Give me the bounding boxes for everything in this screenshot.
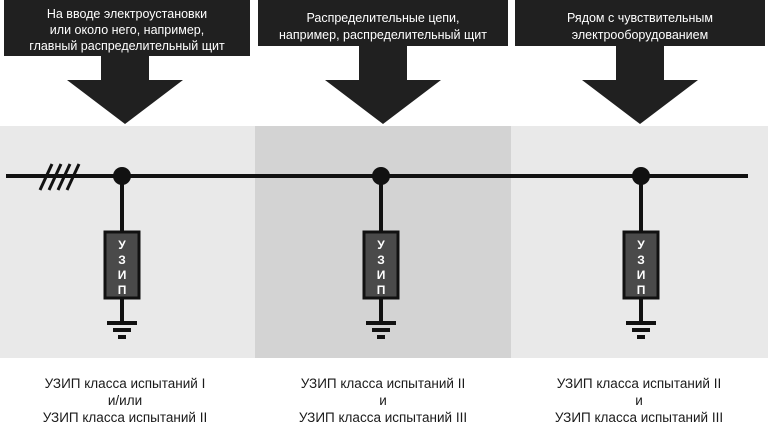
down-arrow-icon bbox=[582, 46, 698, 124]
spd-device-letter: У bbox=[637, 238, 645, 252]
spd-device bbox=[362, 230, 400, 300]
caption-line: и bbox=[379, 393, 387, 408]
zone-caption-installation-entry: УЗИП класса испытаний I и/или УЗИП класс… bbox=[0, 375, 250, 426]
header-line: или около него, например, bbox=[49, 23, 205, 37]
spd-device-letter: З bbox=[637, 253, 645, 267]
caption-line: УЗИП класса испытаний II bbox=[556, 376, 722, 391]
spd-branch: УЗИП bbox=[103, 167, 141, 339]
ground-icon bbox=[626, 321, 656, 339]
spd-device-letter: П bbox=[118, 283, 127, 297]
header-box bbox=[4, 0, 250, 56]
zone-header-text-sensitive-equipment: Рядом с чувствительным электрооборудован… bbox=[515, 10, 765, 44]
header-box bbox=[258, 0, 508, 46]
header-box bbox=[515, 0, 765, 46]
caption-line: УЗИП класса испытаний III bbox=[298, 410, 468, 425]
zone-header-callout bbox=[4, 0, 250, 124]
header-line: На вводе электроустановки bbox=[46, 7, 208, 21]
ground-icon bbox=[366, 321, 396, 339]
header-line: Распределительные цепи, bbox=[306, 11, 460, 25]
down-arrow-icon bbox=[67, 56, 183, 124]
zone-header-text-distribution-circuits: Распределительные цепи, например, распре… bbox=[258, 10, 508, 44]
ground-icon bbox=[107, 321, 137, 339]
zone-header-text-installation-entry: На вводе электроустановки или около него… bbox=[4, 6, 250, 54]
spd-device bbox=[103, 230, 141, 300]
spd-device-letter: П bbox=[637, 283, 646, 297]
caption-line: УЗИП класса испытаний II bbox=[42, 410, 208, 425]
spd-device-letter: И bbox=[118, 268, 127, 282]
spd-device-letter: З bbox=[118, 253, 126, 267]
multi-conductor-marks bbox=[38, 163, 81, 191]
caption-line: УЗИП класса испытаний I bbox=[44, 376, 206, 391]
zone-header-callout bbox=[258, 0, 508, 124]
spd-device-letter: У bbox=[118, 238, 126, 252]
spd-device-letter: И bbox=[637, 268, 646, 282]
zone-caption-distribution-circuits: УЗИП класса испытаний II и УЗИП класса и… bbox=[256, 375, 510, 426]
spd-branch: УЗИП bbox=[362, 167, 400, 339]
caption-line: и/или bbox=[107, 393, 143, 408]
caption-line: УЗИП класса испытаний III bbox=[554, 410, 724, 425]
caption-line: и bbox=[635, 393, 643, 408]
header-line: Рядом с чувствительным bbox=[567, 11, 713, 25]
header-line: главный распределительный щит bbox=[29, 39, 225, 53]
spd-device-letter: И bbox=[377, 268, 386, 282]
header-line: например, распределительный щит bbox=[279, 28, 487, 42]
zone-caption-sensitive-equipment: УЗИП класса испытаний II и УЗИП класса и… bbox=[512, 375, 766, 426]
spd-branch: УЗИП bbox=[622, 167, 660, 339]
down-arrow-icon bbox=[325, 46, 441, 124]
spd-device-letter: У bbox=[377, 238, 385, 252]
caption-line: УЗИП класса испытаний II bbox=[300, 376, 466, 391]
header-line: электрооборудованием bbox=[571, 28, 709, 42]
spd-device-letter: П bbox=[377, 283, 386, 297]
zone-header-callout bbox=[515, 0, 765, 124]
spd-device-letter: З bbox=[377, 253, 385, 267]
